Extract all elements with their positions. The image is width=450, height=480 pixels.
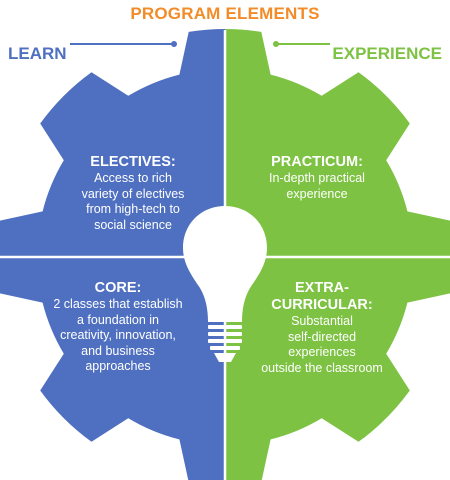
learn-connector-dot (171, 41, 177, 47)
extracurricular-heading: EXTRA- CURRICULAR: (271, 280, 373, 313)
core-heading: CORE: (94, 280, 142, 296)
practicum-block: PRACTICUM: In-depth practical experience (232, 154, 402, 202)
lightbulb-icon (183, 206, 267, 362)
electives-text: Access to rich variety of electives from… (81, 171, 185, 232)
experience-label: EXPERIENCE (332, 44, 442, 63)
extracurricular-block: EXTRA- CURRICULAR: Substantial self-dire… (242, 280, 402, 376)
core-text: 2 classes that establish a foundation in… (53, 297, 183, 373)
practicum-text: In-depth practical experience (269, 171, 365, 201)
diagram-title: PROGRAM ELEMENTS (130, 4, 320, 23)
core-block: CORE: 2 classes that establish a foundat… (30, 280, 206, 375)
electives-block: ELECTIVES: Access to rich variety of ele… (48, 154, 218, 233)
experience-connector-dot (273, 41, 279, 47)
experience-gear-half (225, 28, 450, 480)
extracurricular-text: Substantial self-directed experiences ou… (261, 314, 383, 375)
electives-heading: ELECTIVES: (90, 154, 176, 170)
learn-label: LEARN (8, 44, 67, 63)
practicum-heading: PRACTICUM: (271, 154, 363, 170)
learn-gear-half (0, 28, 225, 480)
